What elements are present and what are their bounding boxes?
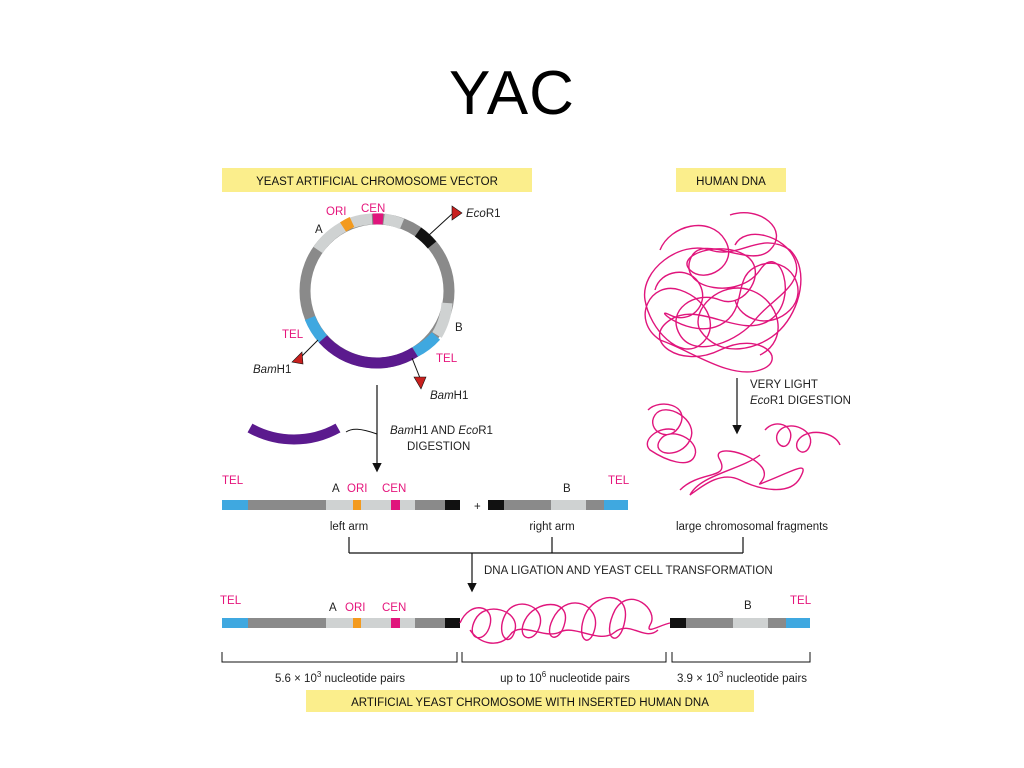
right-arm-tel: TEL (608, 475, 630, 487)
ecor1-marker-icon (451, 205, 463, 221)
right-arm (488, 500, 628, 510)
plus-sign: + (474, 501, 481, 513)
vector-header-label: YEAST ARTIFICIAL CHROMOSOME VECTOR (256, 176, 498, 188)
slide-title: YAC (449, 59, 575, 128)
human-dna-header: HUMAN DNA (676, 168, 786, 192)
bamh1-right-rest: H1 (454, 390, 469, 402)
bamh1-left-italic: Bam (253, 364, 277, 376)
left-arm-label: left arm (330, 521, 368, 533)
region-b-label: B (455, 322, 463, 334)
bamh1-marker-right: BamH1 (411, 357, 468, 402)
bamh1-marker-left: BamH1 (253, 339, 319, 376)
ori-label: ORI (326, 206, 346, 218)
inserted-human-dna (459, 596, 671, 644)
bamh1-left-rest: H1 (277, 364, 292, 376)
ori-segment (339, 217, 355, 232)
stuffer-segment (318, 335, 418, 369)
left-arm-ori: ORI (347, 483, 367, 495)
cen-label: CEN (361, 203, 385, 215)
svg-text:BamH1: BamH1 (430, 390, 468, 402)
left-arm-a: A (332, 483, 340, 495)
removed-stuffer (247, 423, 341, 445)
digestion-line2: DIGESTION (407, 441, 470, 453)
human-dna-tangle (644, 212, 802, 373)
bamh1-right-italic: Bam (430, 390, 454, 402)
ecor1-italic: Eco (466, 208, 486, 220)
result-header-label: ARTIFICIAL YEAST CHROMOSOME WITH INSERTE… (351, 697, 709, 709)
final-ori: ORI (345, 602, 365, 614)
size-mid: up to 106 nucleotide pairs (500, 670, 630, 685)
size-left: 5.6 × 103 nucleotide pairs (275, 670, 405, 685)
final-tel-left: TEL (220, 595, 242, 607)
final-b: B (744, 600, 752, 612)
human-dna-header-label: HUMAN DNA (696, 176, 766, 188)
digestion-mid: H1 AND (414, 425, 459, 437)
ecor1-site (414, 227, 437, 249)
left-arm-cen: CEN (382, 483, 406, 495)
digestion-side-arrow (345, 428, 378, 435)
final-a: A (329, 602, 337, 614)
final-tel-right: TEL (790, 595, 812, 607)
ligation-label: DNA LIGATION AND YEAST CELL TRANSFORMATI… (484, 565, 773, 577)
bamh1-left-marker-icon (291, 351, 304, 365)
left-arm (222, 500, 460, 510)
tel-left-segment (304, 315, 328, 343)
tel-right-segment (412, 332, 441, 357)
region-a-label: A (315, 224, 323, 236)
digestion-bam: Bam (390, 425, 414, 437)
svg-text:EcoR1 DIGESTION: EcoR1 DIGESTION (750, 395, 851, 407)
size-right: 3.9 × 103 nucleotide pairs (677, 670, 807, 685)
ligation-bracket (348, 537, 744, 593)
tel-right-label: TEL (436, 353, 458, 365)
digestion-eco: Eco (458, 425, 478, 437)
ecor1-rest: R1 (486, 208, 501, 220)
svg-text:EcoR1: EcoR1 (466, 208, 501, 220)
left-arm-tel: TEL (222, 475, 244, 487)
svg-text:BamH1: BamH1 (253, 364, 291, 376)
final-cen: CEN (382, 602, 406, 614)
light-digestion-eco: Eco (750, 395, 770, 407)
dna-fragments (646, 403, 841, 496)
right-arm-b: B (563, 483, 571, 495)
final-yac (222, 618, 810, 628)
tel-left-label: TEL (282, 329, 304, 341)
light-digestion-rest: R1 DIGESTION (770, 395, 851, 407)
svg-text:BamH1 AND EcoR1: BamH1 AND EcoR1 (390, 425, 493, 437)
ecor1-marker: EcoR1 (427, 205, 501, 237)
plasmid-circle (299, 213, 455, 369)
fragments-label: large chromosomal fragments (676, 521, 828, 533)
vector-header: YEAST ARTIFICIAL CHROMOSOME VECTOR (222, 168, 532, 192)
result-header: ARTIFICIAL YEAST CHROMOSOME WITH INSERTE… (306, 690, 754, 712)
size-brackets (221, 652, 811, 663)
bamh1-right-marker-icon (413, 376, 427, 390)
light-digestion-line1: VERY LIGHT (750, 379, 818, 391)
digestion-end: R1 (478, 425, 493, 437)
right-arm-label: right arm (529, 521, 574, 533)
